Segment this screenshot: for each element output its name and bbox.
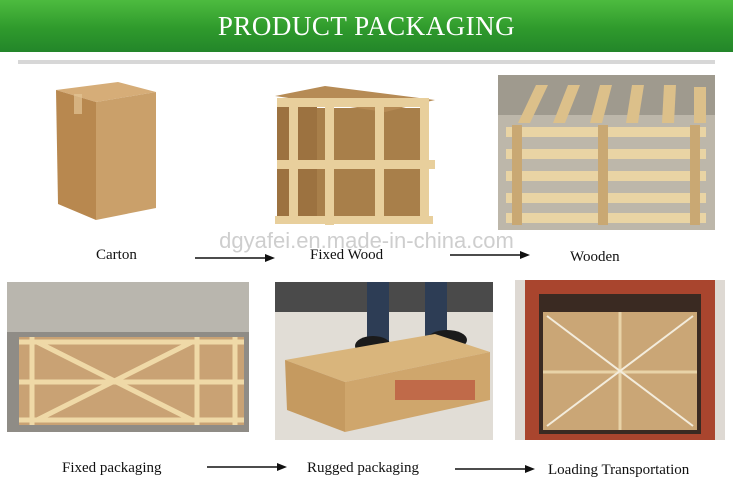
arrow-right-icon bbox=[207, 463, 287, 471]
caption-wooden: Wooden bbox=[570, 249, 620, 265]
fixed-wood-photo bbox=[265, 78, 440, 233]
loading-transportation-photo bbox=[515, 280, 725, 440]
caption-rugged-packaging: Rugged packaging bbox=[307, 460, 420, 476]
arrow-right-icon bbox=[450, 251, 530, 259]
watermark: dgyafei.en.made-in-china.com bbox=[219, 228, 514, 253]
rugged-packaging-photo bbox=[275, 282, 493, 440]
arrow-right-icon bbox=[195, 254, 275, 262]
caption-loading-transportation: Loading Transportation bbox=[548, 462, 690, 478]
caption-fixed-wood: Fixed Wood bbox=[310, 247, 384, 263]
arrow-right-icon bbox=[455, 465, 535, 473]
page-title: PRODUCT PACKAGING bbox=[217, 10, 516, 41]
caption-carton: Carton bbox=[96, 247, 137, 263]
wooden-pallet-photo bbox=[498, 75, 715, 230]
header-banner: PRODUCT PACKAGING bbox=[0, 0, 733, 52]
carton-photo bbox=[52, 80, 162, 228]
header-divider bbox=[18, 60, 715, 64]
fixed-packaging-photo bbox=[7, 282, 249, 432]
caption-fixed-packaging: Fixed packaging bbox=[62, 460, 162, 476]
